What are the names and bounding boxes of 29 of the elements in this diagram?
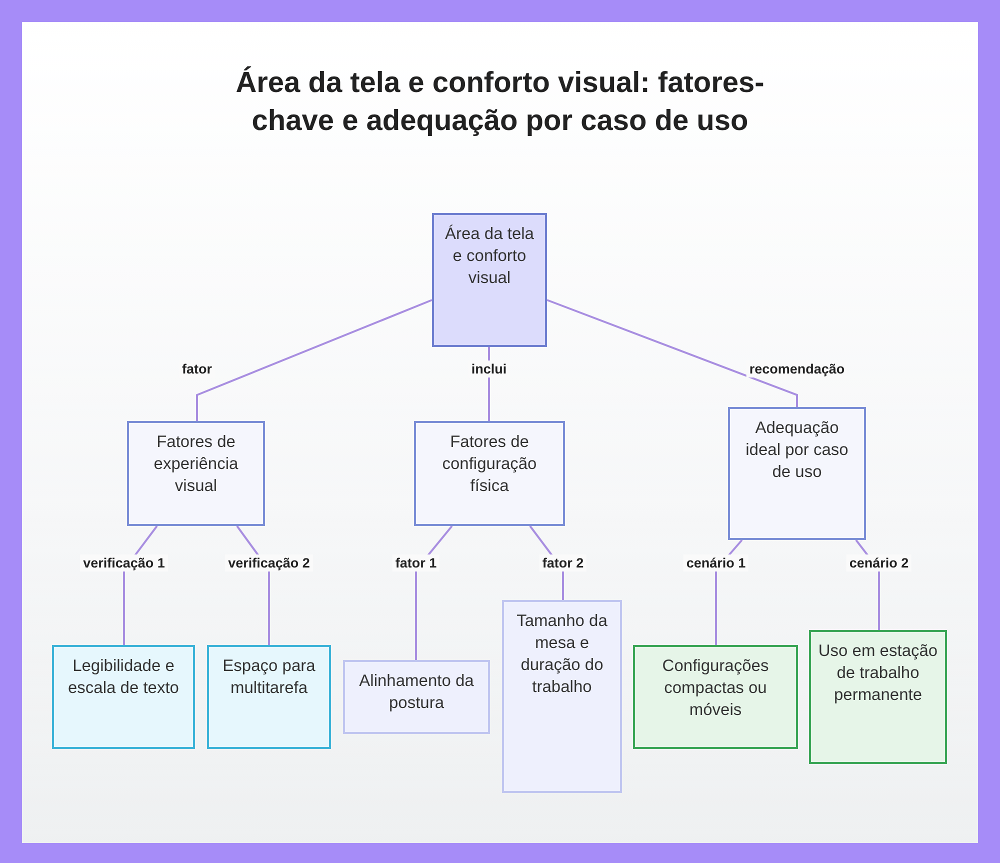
connector-line bbox=[196, 299, 432, 421]
edge-label: verificação 1 bbox=[80, 554, 168, 572]
node-text: Tamanho da mesa e duração do trabalho bbox=[516, 611, 608, 698]
edge-label: cenário 2 bbox=[846, 554, 912, 572]
edge-label: fator 1 bbox=[392, 554, 440, 572]
edge-label: fator 2 bbox=[539, 554, 587, 572]
node-text: Adequação ideal por caso de uso bbox=[744, 418, 850, 483]
concept-box bbox=[414, 421, 565, 526]
concept-box bbox=[127, 421, 265, 526]
node-text: Fatores de experiência visual bbox=[152, 432, 240, 497]
concept-box bbox=[502, 600, 622, 793]
concept-box bbox=[432, 213, 547, 347]
edge-label: verificação 2 bbox=[225, 554, 313, 572]
node-text: Fatores de configuração física bbox=[441, 432, 538, 497]
connector-line bbox=[546, 299, 798, 407]
concept-box bbox=[207, 645, 331, 749]
node-text: Espaço para multitarefa bbox=[222, 656, 316, 699]
node-text: Uso em estação de trabalho permanente bbox=[817, 641, 939, 706]
concept-box bbox=[809, 630, 947, 764]
concept-box bbox=[343, 660, 490, 734]
node-text: Área da tela e conforto visual bbox=[444, 224, 535, 289]
edge-label: cenário 1 bbox=[683, 554, 749, 572]
diagram-title: Área da tela e conforto visual: fatores-chave e adequação por caso de uso bbox=[235, 65, 765, 139]
concept-box bbox=[633, 645, 798, 749]
concept-box bbox=[52, 645, 195, 749]
node-text: Legibilidade e escala de texto bbox=[67, 656, 180, 699]
node-text: Alinhamento da postura bbox=[358, 671, 475, 714]
concept-box bbox=[728, 407, 866, 540]
node-text: Configurações compactas ou móveis bbox=[661, 656, 770, 721]
